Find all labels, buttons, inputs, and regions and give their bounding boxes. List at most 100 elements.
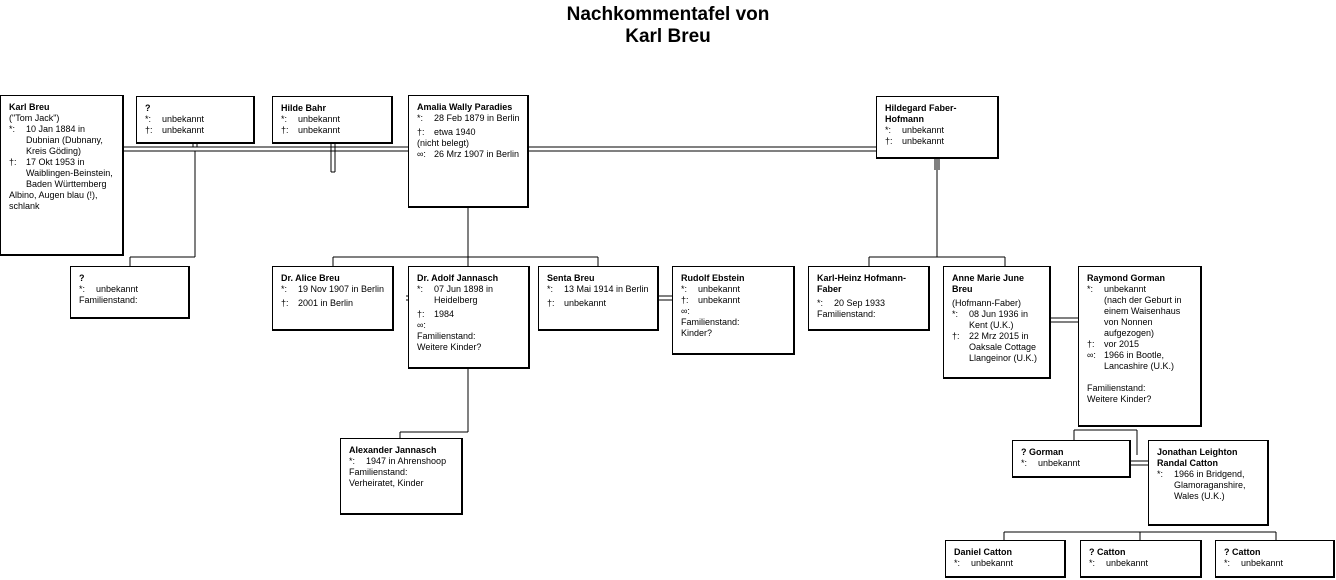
person-card-alexander-jannasch: Alexander Jannasch *:1947 in Ahrenshoop … (340, 438, 463, 515)
person-name: ? (79, 273, 85, 283)
birth-label: *: (1021, 458, 1028, 468)
person-nickname: ("Tom Jack") (9, 113, 60, 123)
birth-label: *: (817, 298, 824, 308)
death-label: †: (1087, 339, 1095, 349)
person-name: Alexander Jannasch (349, 445, 437, 455)
person-name: Raymond Gorman (1087, 273, 1166, 283)
more-children-note: Weitere Kinder? (1087, 394, 1152, 404)
children-note: Kinder? (681, 328, 713, 338)
birth-value: 1947 in Ahrenshoop (366, 456, 447, 466)
person-card-karl-breu: Karl Breu ("Tom Jack") *: 10 Jan 1884 in … (0, 95, 124, 256)
birth-value: 10 Jan 1884 in Dubnian (Dubnany, Kreis G… (26, 124, 103, 156)
birth-label: *: (417, 113, 424, 123)
death-label: †: (9, 157, 17, 167)
birth-value: 20 Sep 1933 (834, 298, 886, 308)
birth-value: unbekannt (1106, 558, 1149, 568)
birth-value: unbekannt (96, 284, 139, 294)
marriage-label: ∞: (417, 149, 426, 159)
birth-label: *: (145, 114, 152, 124)
person-name: ? (145, 103, 151, 113)
death-value: 2001 in Berlin (298, 298, 354, 308)
chart-subtitle: Karl Breu (625, 26, 711, 47)
birth-value: 19 Nov 1907 in Berlin (298, 284, 385, 294)
person-alias: (Hofmann-Faber) (952, 298, 1022, 308)
birth-label: *: (1087, 284, 1094, 294)
birth-value: 08 Jun 1936 in Kent (U.K.) (969, 309, 1029, 330)
person-name: ? Catton (1089, 547, 1126, 557)
death-value: 17 Okt 1953 in Waiblingen-Beinstein, Bad… (26, 157, 113, 189)
person-name: Karl-Heinz Hofmann-Faber (817, 273, 907, 294)
death-value: 22 Mrz 2015 in Oaksale Cottage Llangeino… (969, 331, 1038, 363)
person-card-gorman: ? Gorman *:unbekannt (1012, 440, 1131, 478)
birth-value: unbekannt (1104, 284, 1147, 294)
person-name: Daniel Catton (954, 547, 1013, 557)
person-card-hilde-bahr: Hilde Bahr *:unbekannt †:unbekannt (272, 96, 393, 144)
person-note: (nach der Geburt in einem Waisenhaus von… (1104, 295, 1182, 338)
person-card-unknown-child: ? *: unbekannt Familienstand: (70, 266, 190, 319)
birth-label: *: (1089, 558, 1096, 568)
person-card-alice-breu: Dr. Alice Breu *: 19 Nov 1907 in Berlin †… (272, 266, 394, 331)
person-card-jonathan-catton: Jonathan Leighton Randal Catton *:1966 i… (1148, 440, 1269, 526)
birth-label: *: (1157, 469, 1164, 479)
person-name: Jonathan Leighton Randal Catton (1157, 447, 1238, 468)
death-label: †: (681, 295, 689, 305)
death-label: †: (417, 309, 425, 319)
death-value: unbekannt (298, 125, 341, 135)
marriage-value: 26 Mrz 1907 in Berlin (434, 149, 520, 159)
family-status-label: Familienstand: (417, 331, 476, 341)
marriage-label: ∞: (1087, 350, 1096, 360)
person-name: Karl Breu (9, 102, 50, 112)
birth-value: unbekannt (698, 284, 741, 294)
birth-label: *: (9, 124, 16, 134)
person-card-hildegard-faber-hofmann: Hildegard Faber-Hofmann *:unbekannt †:un… (876, 96, 999, 159)
marriage-value: 1966 in Bootle, Lancashire (U.K.) (1104, 350, 1175, 371)
death-label: †: (885, 136, 893, 146)
birth-value: unbekannt (162, 114, 205, 124)
birth-label: *: (349, 456, 356, 466)
birth-label: *: (417, 284, 424, 294)
birth-value: unbekannt (1241, 558, 1284, 568)
birth-value: 07 Jun 1898 in Heidelberg (434, 284, 494, 305)
death-value: unbekannt (902, 136, 945, 146)
death-value: unbekannt (162, 125, 205, 135)
death-label: †: (281, 125, 289, 135)
family-status-label: Familienstand: (349, 467, 408, 477)
family-status-label: Familienstand: (817, 309, 876, 319)
birth-value: 28 Feb 1879 in Berlin (434, 113, 520, 123)
person-card-raymond-gorman: Raymond Gorman *: unbekannt (nach der Geb… (1078, 266, 1202, 427)
person-name: Rudolf Ebstein (681, 273, 745, 283)
family-status-label: Familienstand: (79, 295, 138, 305)
person-card-anne-marie-june-breu: Anne Marie June Breu (Hofmann-Faber) *:0… (943, 266, 1051, 379)
birth-value: unbekannt (1038, 458, 1081, 468)
birth-value: 13 Mai 1914 in Berlin (564, 284, 649, 294)
death-label: †: (417, 127, 425, 137)
person-card-karl-heinz-hofmann-faber: Karl-Heinz Hofmann-Faber *: 20 Sep 1933 F… (808, 266, 930, 331)
death-label: †: (547, 298, 555, 308)
chart-title: Nachkommentafel von (566, 4, 770, 25)
person-card-rudolf-ebstein: Rudolf Ebstein *: unbekannt †: unbekannt ∞… (672, 266, 795, 355)
more-children-note: Weitere Kinder? (417, 342, 482, 352)
death-label: †: (952, 331, 960, 341)
birth-value: unbekannt (298, 114, 341, 124)
person-name: ? Catton (1224, 547, 1261, 557)
birth-label: *: (954, 558, 961, 568)
family-status-label: Familienstand: (681, 317, 740, 327)
death-value: 1984 (434, 309, 455, 319)
birth-label: *: (681, 284, 688, 294)
marriage-label: ∞: (681, 306, 690, 316)
person-name: Dr. Adolf Jannasch (417, 273, 499, 283)
person-name: Dr. Alice Breu (281, 273, 340, 283)
birth-label: *: (281, 114, 288, 124)
person-name: Amalia Wally Paradies (417, 102, 513, 112)
death-value: unbekannt (698, 295, 741, 305)
birth-label: *: (79, 284, 86, 294)
birth-label: *: (885, 125, 892, 135)
birth-label: *: (281, 284, 288, 294)
death-note: (nicht belegt) (417, 138, 470, 148)
person-card-catton-2: ? Catton *: unbekannt (1080, 540, 1202, 578)
person-card-amalia-paradies: Amalia Wally Paradies *: 28 Feb 1879 in B… (408, 95, 529, 208)
family-status-value: Verheiratet, Kinder (349, 478, 424, 488)
death-label: †: (281, 298, 289, 308)
person-card-catton-3: ? Catton *:unbekannt (1215, 540, 1335, 578)
death-label: †: (145, 125, 153, 135)
